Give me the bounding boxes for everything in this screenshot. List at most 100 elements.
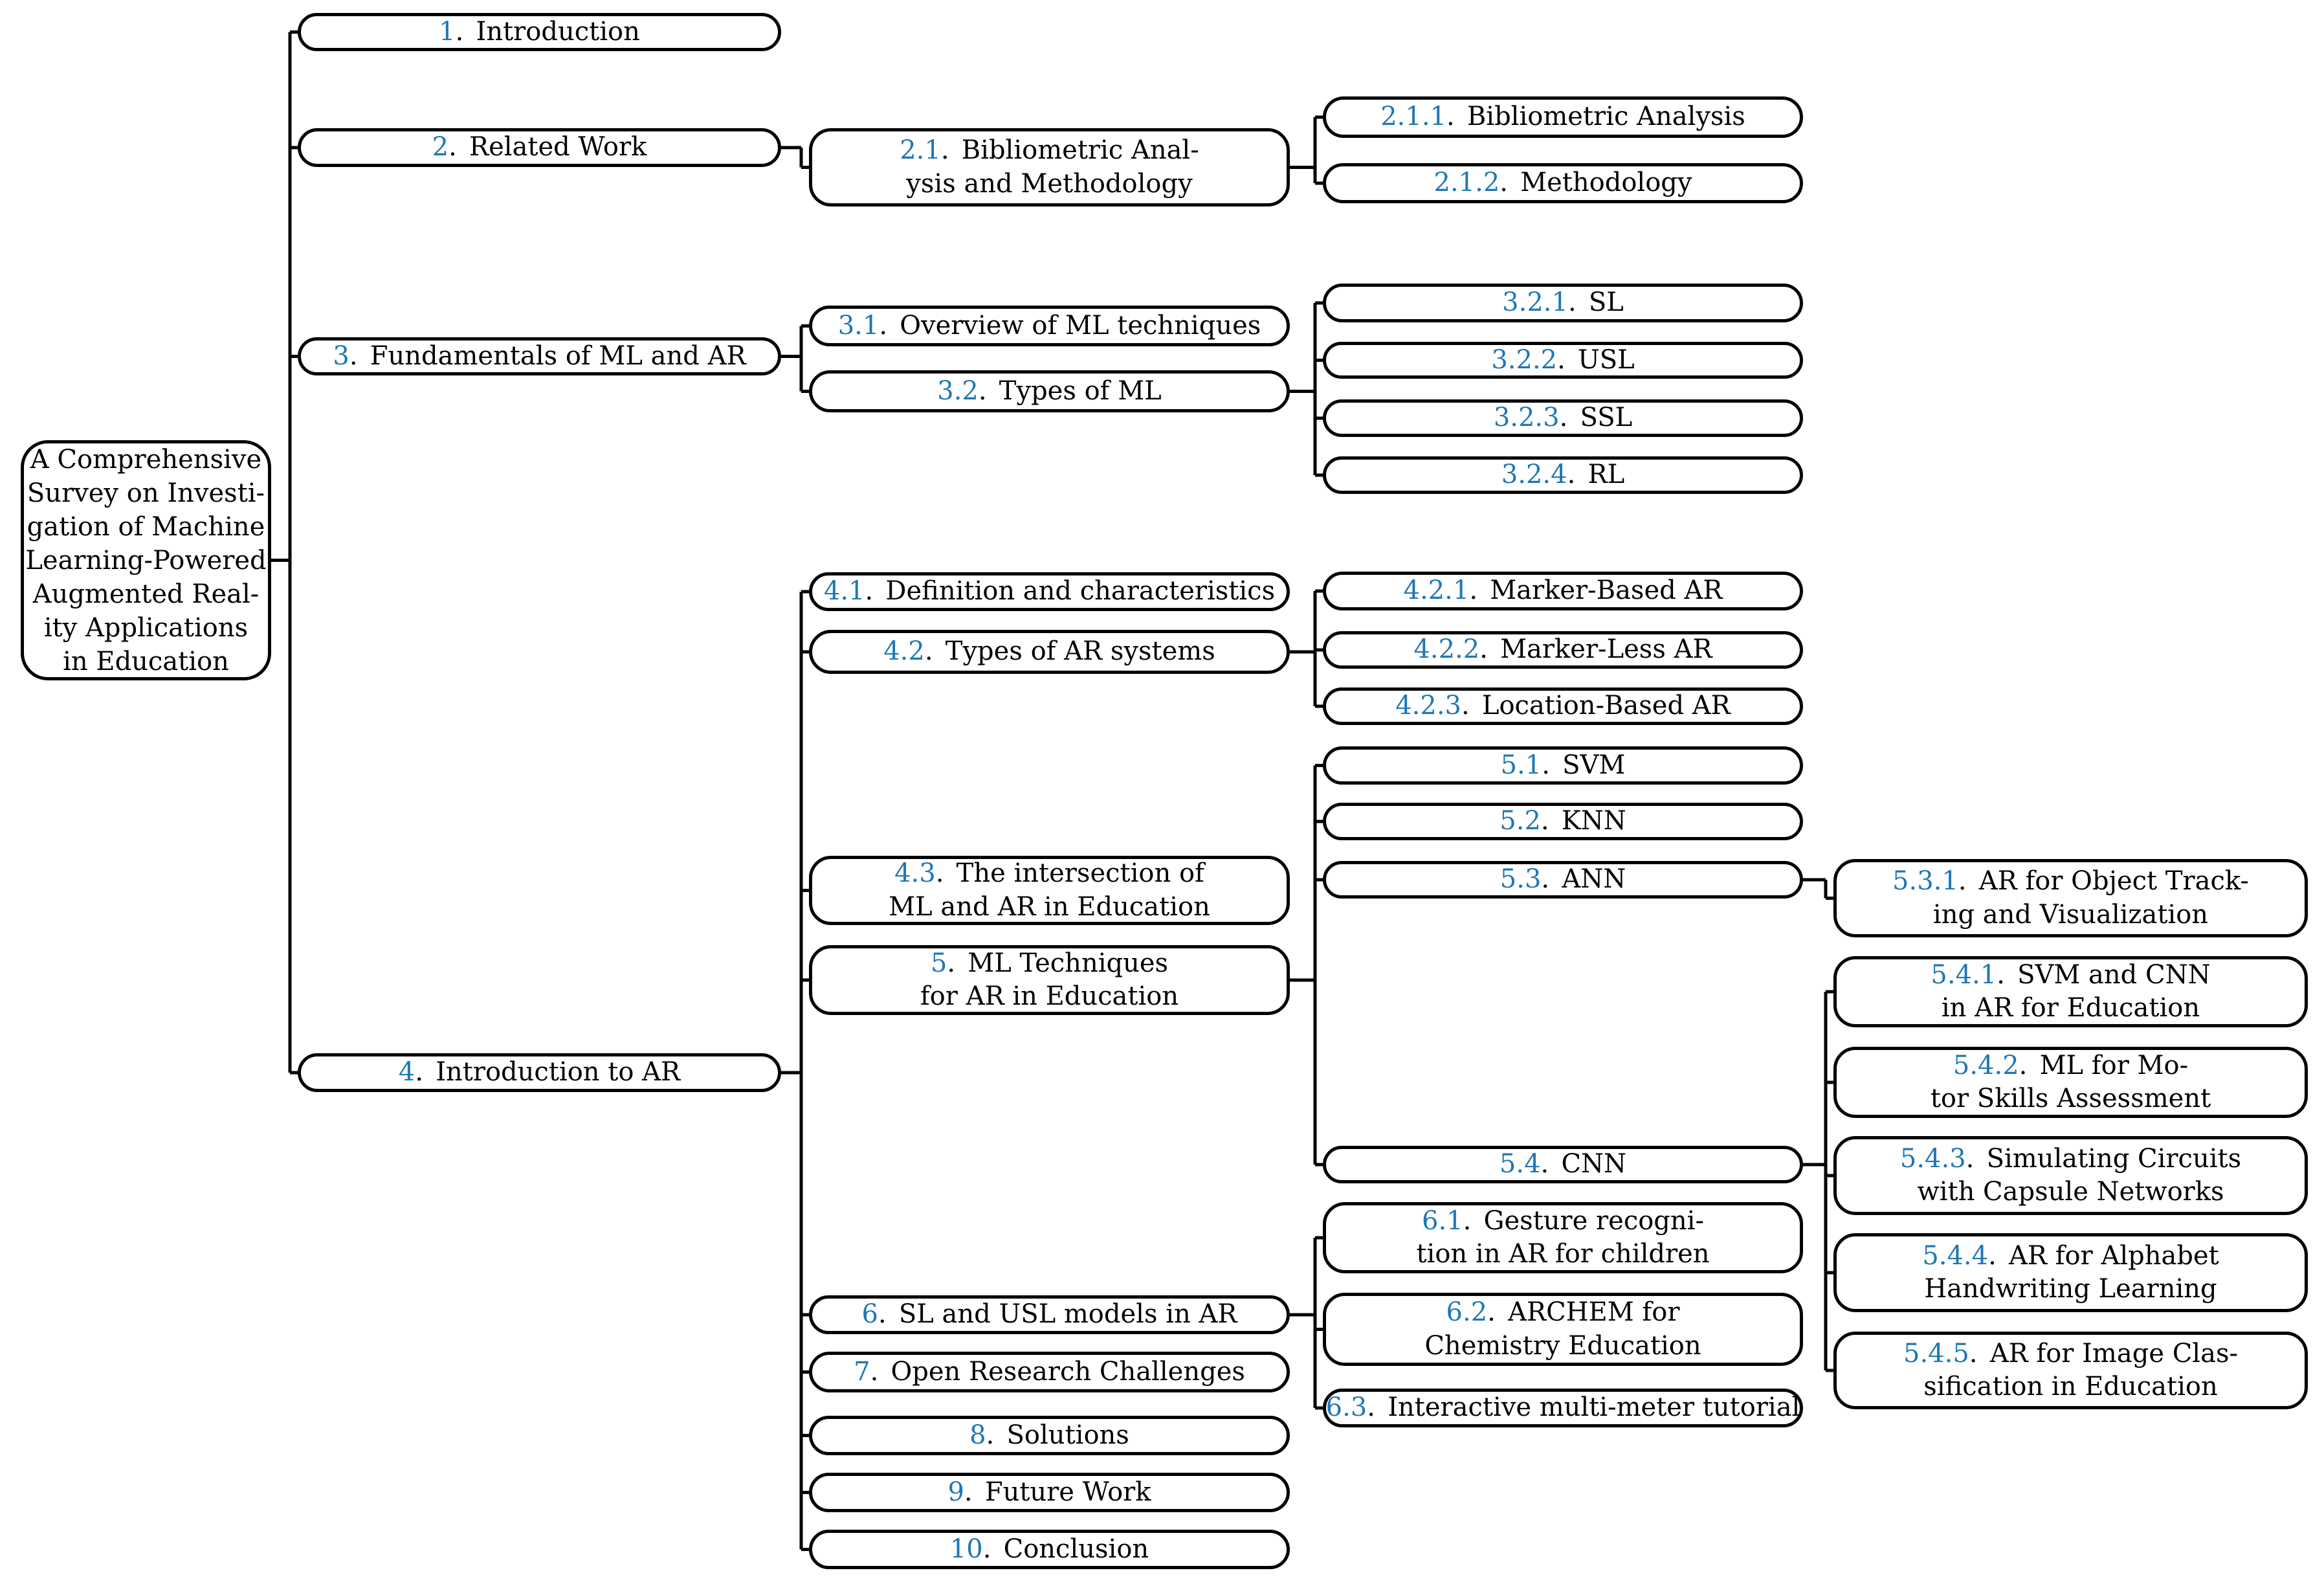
section-number-dot: . <box>1988 1240 1997 1271</box>
node-content: 6.1.Gesture recogni- tion in AR for chil… <box>1416 1205 1709 1271</box>
section-number-dot: . <box>1542 750 1550 780</box>
node-4.2.2: 4.2.2.Marker-Less AR <box>1323 631 1803 669</box>
section-number-dot: . <box>1541 864 1550 895</box>
node-3.2: 3.2.Types of ML <box>809 370 1290 412</box>
node-content: 1.Introduction <box>439 16 640 49</box>
section-number: 4.2.1 <box>1403 575 1470 606</box>
section-number: 6.1 <box>1422 1205 1463 1236</box>
section-number-dot: . <box>1479 634 1488 665</box>
section-number-dot: . <box>1557 344 1566 375</box>
section-number-dot: . <box>1540 1149 1549 1179</box>
section-title: Methodology <box>1520 168 1692 198</box>
section-title: SVM and CNN in AR for Education <box>1941 959 2211 1023</box>
section-number: 5.4.2 <box>1953 1050 2019 1080</box>
section-number-dot: . <box>935 858 944 889</box>
section-title: Open Research Challenges <box>891 1356 1245 1387</box>
node-3.2.3: 3.2.3.SSL <box>1323 399 1803 437</box>
section-number-dot: . <box>415 1057 424 1088</box>
section-number: 5.3 <box>1500 864 1542 895</box>
node-content: 4.2.2.Marker-Less AR <box>1413 633 1712 666</box>
section-title: Bibliometric Analysis <box>1466 102 1745 132</box>
node-3.2.2: 3.2.2. USL <box>1323 342 1803 379</box>
section-title: Gesture recogni- tion in AR for children <box>1416 1205 1710 1269</box>
node-content: 9.Future Work <box>947 1476 1151 1509</box>
section-title: The intersection of ML and AR in Educati… <box>889 858 1210 922</box>
node-4.2.1: 4.2.1.Marker-Based AR <box>1323 572 1803 610</box>
section-title: Related Work <box>469 132 647 162</box>
section-number-dot: . <box>1446 102 1455 132</box>
node-content: 5.4.2.ML for Mo- tor Skills Assessment <box>1931 1049 2211 1115</box>
section-number-dot: . <box>1958 866 1967 897</box>
section-title: Fundamentals of ML and AR <box>370 341 746 371</box>
section-number: 5.4 <box>1499 1149 1541 1179</box>
section-title: AR for Alphabet Handwriting Learning <box>1924 1240 2219 1304</box>
section-number-dot: . <box>1487 1297 1496 1328</box>
node-5.4.3: 5.4.3.Simulating Circuits with Capsule N… <box>1833 1136 2308 1215</box>
node-content: 3.2.1.SL <box>1502 286 1624 319</box>
node-5.4.2: 5.4.2.ML for Mo- tor Skills Assessment <box>1833 1047 2308 1118</box>
node-6.2: 6.2.ARCHEM for Chemistry Education <box>1323 1293 1803 1366</box>
section-number-dot: . <box>1540 806 1549 836</box>
node-content: 2.1.2.Methodology <box>1434 166 1692 199</box>
section-number-dot: . <box>1965 1143 1975 1174</box>
section-number: 3.2 <box>937 375 979 406</box>
section-number-dot: . <box>2019 1050 2028 1080</box>
node-content: 5.3.1.AR for Object Track- ing and Visua… <box>1892 865 2249 931</box>
section-number-dot: . <box>349 341 358 371</box>
section-number-dot: . <box>1559 403 1568 433</box>
section-number: 5.4.4 <box>1922 1240 1989 1271</box>
node-content: 3.2.2. USL <box>1491 344 1634 377</box>
section-number: 3.1 <box>837 310 880 341</box>
node-5.3.1: 5.3.1.AR for Object Track- ing and Visua… <box>1833 859 2308 937</box>
node-content: 4.2.1.Marker-Based AR <box>1404 574 1723 607</box>
node-content: 5.2.KNN <box>1500 805 1626 838</box>
section-title: SL <box>1588 287 1624 318</box>
section-number: 5.3.1 <box>1892 866 1958 897</box>
node-6.3: 6.3.Interactive multi-meter tutorial <box>1323 1389 1803 1427</box>
node-content: 6.2.ARCHEM for Chemistry Education <box>1424 1296 1701 1362</box>
section-number: 4.2 <box>883 636 925 667</box>
node-3: 3.Fundamentals of ML and AR <box>298 337 781 375</box>
node-9: 9.Future Work <box>809 1473 1290 1512</box>
section-number-dot: . <box>1997 959 2005 990</box>
section-title: KNN <box>1561 806 1626 836</box>
node-root: A Comprehensive Survey on Investi- gatio… <box>21 440 271 680</box>
node-5.4.4: 5.4.4.AR for Alphabet Handwriting Learni… <box>1833 1233 2308 1312</box>
section-number-dot: . <box>1463 1205 1472 1236</box>
node-6: 6.SL and USL models in AR <box>809 1295 1290 1334</box>
section-number: 5.4.5 <box>1903 1338 1969 1368</box>
section-title: Introduction <box>476 16 640 47</box>
node-content: 4.2.Types of AR systems <box>883 635 1215 668</box>
section-title: SVM <box>1562 750 1626 780</box>
section-title: ML for Mo- tor Skills Assessment <box>1930 1050 2211 1113</box>
node-content: 5.1.SVM <box>1501 749 1626 782</box>
section-number: 5 <box>930 948 947 978</box>
node-content: 7.Open Research Challenges <box>854 1356 1245 1389</box>
section-title: Introduction to AR <box>436 1057 681 1088</box>
node-5.4: 5.4.CNN <box>1323 1146 1803 1183</box>
node-content: 3.1.Overview of ML techniques <box>838 309 1261 342</box>
node-5.2: 5.2.KNN <box>1323 803 1803 840</box>
section-title: Overview of ML techniques <box>900 310 1261 341</box>
node-6.1: 6.1.Gesture recogni- tion in AR for chil… <box>1323 1202 1803 1273</box>
section-number: 3.2.2 <box>1491 344 1558 375</box>
section-number: 2.1.1 <box>1380 102 1446 132</box>
section-number: 9 <box>947 1477 964 1507</box>
node-content: 2.1.Bibliometric Anal- ysis and Methodol… <box>900 134 1199 200</box>
section-number-dot: . <box>964 1477 973 1507</box>
section-title: ML Techniques for AR in Education <box>920 948 1179 1011</box>
section-title: USL <box>1578 344 1635 375</box>
connector-path <box>271 30 1833 1551</box>
section-number: 2.1.2 <box>1433 168 1500 198</box>
section-title: AR for Image Clas- sification in Educati… <box>1923 1338 2238 1402</box>
node-content: 5.ML Techniques for AR in Education <box>920 947 1179 1013</box>
section-number-dot: . <box>1567 287 1577 318</box>
section-title: Marker-Less AR <box>1500 634 1712 665</box>
node-content: 2.1.1. Bibliometric Analysis <box>1380 100 1745 133</box>
section-number: 6.3 <box>1325 1392 1367 1423</box>
node-5.1: 5.1.SVM <box>1323 746 1803 785</box>
section-title: Simulating Circuits with Capsule Network… <box>1917 1143 2242 1207</box>
node-4.2: 4.2.Types of AR systems <box>809 630 1290 674</box>
node-4: 4.Introduction to AR <box>298 1053 781 1092</box>
